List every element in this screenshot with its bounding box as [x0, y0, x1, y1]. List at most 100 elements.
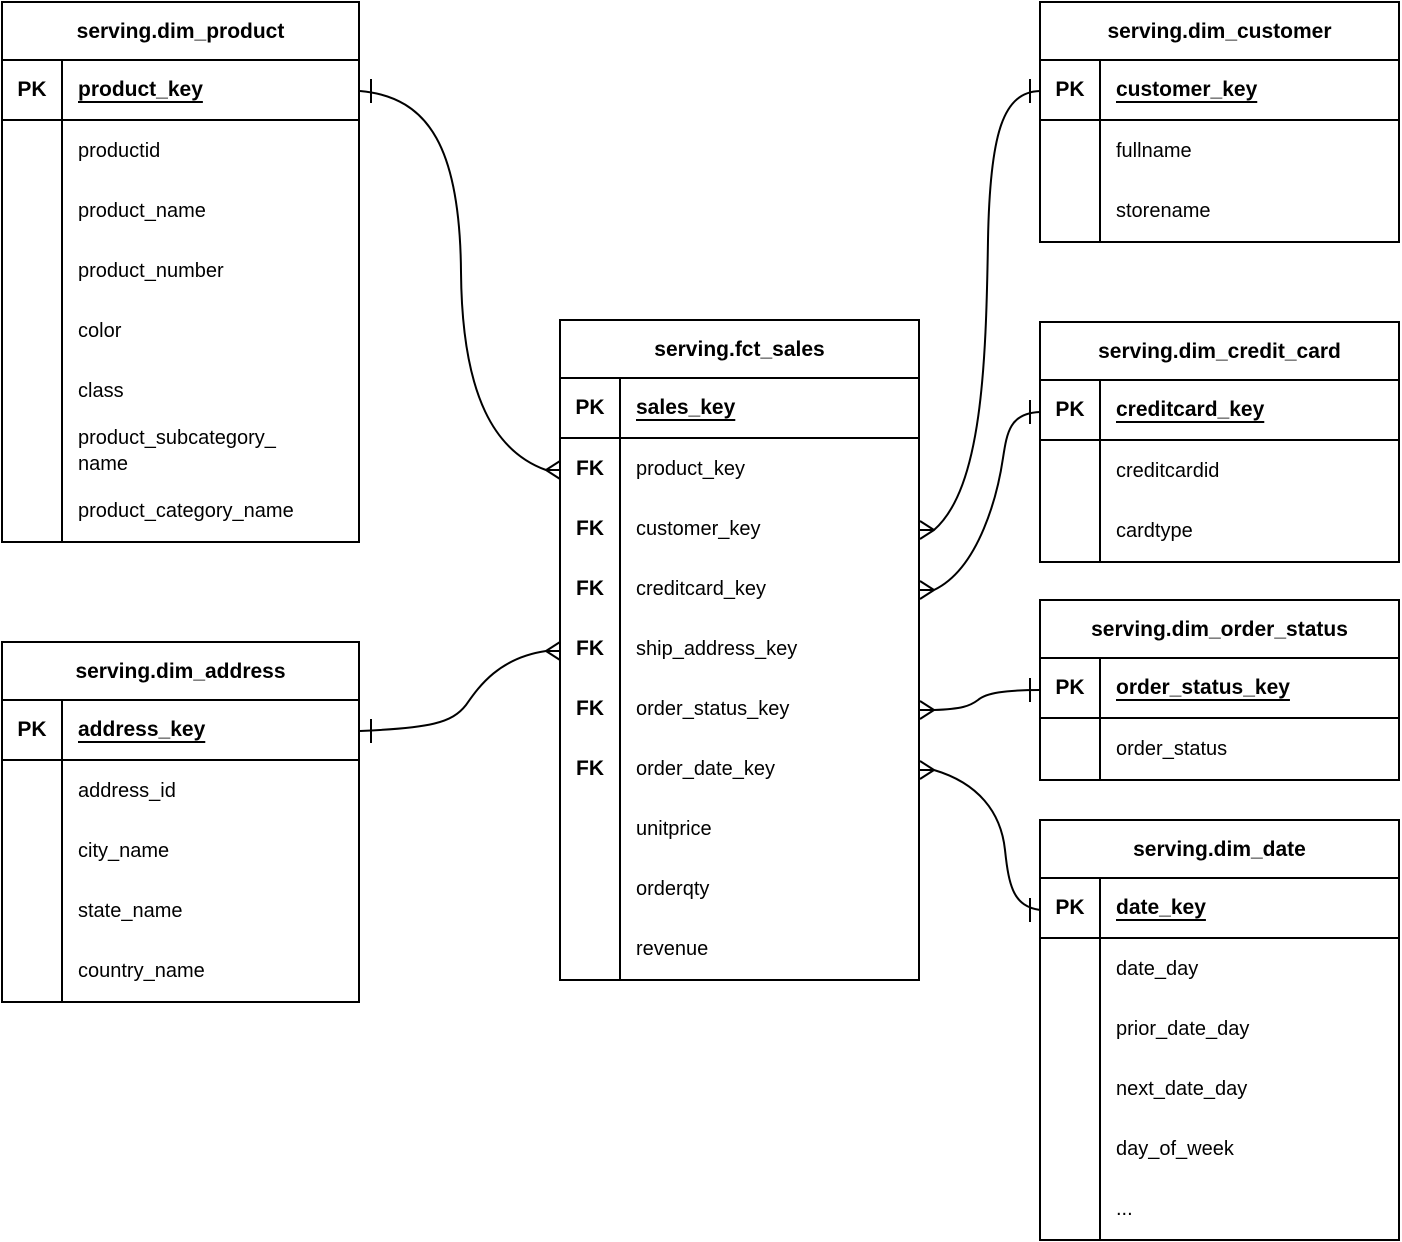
relationship-fct-sales-to-dim-date[interactable] — [919, 760, 1041, 922]
pk-label: PK — [3, 701, 63, 759]
entity-dim-credit-card[interactable]: serving.dim_credit_card PK creditcard_ke… — [1039, 321, 1400, 563]
key-label — [3, 121, 63, 181]
pk-label: PK — [1041, 659, 1101, 717]
pk-field-name: sales_key — [636, 396, 736, 419]
relationship-line — [920, 689, 1041, 711]
key-label — [1041, 939, 1101, 999]
field-row: date_day — [1041, 939, 1398, 999]
relationship-line — [359, 650, 560, 732]
field-name: class — [78, 380, 124, 402]
key-label — [3, 941, 63, 1001]
relationship-line — [359, 90, 560, 471]
field-row: prior_date_day — [1041, 999, 1398, 1059]
field-row: FK order_date_key — [561, 739, 918, 799]
key-label — [1041, 181, 1101, 241]
crow-foot-many-icon — [919, 580, 935, 600]
relationship-line — [920, 411, 1041, 591]
relationship-fct-sales-to-dim-credit-card[interactable] — [919, 400, 1041, 600]
field-name: product_name — [78, 200, 206, 222]
crow-foot-many-icon — [919, 760, 935, 780]
relationship-line — [920, 769, 1041, 911]
key-label — [561, 799, 621, 859]
key-label — [3, 181, 63, 241]
field-list: order_status — [1041, 719, 1398, 779]
table-title: serving.dim_credit_card — [1041, 323, 1398, 381]
field-name: order_date_key — [636, 758, 775, 780]
table-title: serving.fct_sales — [561, 321, 918, 379]
key-label — [3, 421, 63, 481]
key-label — [1041, 1179, 1101, 1239]
key-label — [561, 919, 621, 979]
field-name: product_number — [78, 260, 224, 282]
field-name: cardtype — [1116, 520, 1193, 542]
field-name: revenue — [636, 938, 709, 960]
relationship-fct-sales-to-dim-product[interactable] — [359, 79, 561, 480]
field-name: product_category_name — [78, 500, 294, 522]
table-title: serving.dim_customer — [1041, 3, 1398, 61]
table-title: serving.dim_product — [3, 3, 358, 61]
pk-label: PK — [1041, 381, 1101, 439]
entity-dim-order-status[interactable]: serving.dim_order_status PK order_status… — [1039, 599, 1400, 781]
pk-label: PK — [1041, 61, 1101, 119]
field-name: customer_key — [636, 518, 761, 540]
field-row: product_subcategory_ name — [3, 421, 358, 481]
field-name: orderqty — [636, 878, 710, 900]
field-name: ... — [1116, 1198, 1133, 1220]
key-label — [561, 859, 621, 919]
key-label: FK — [561, 439, 621, 499]
field-name: unitprice — [636, 818, 712, 840]
field-row: FK order_status_key — [561, 679, 918, 739]
table-title: serving.dim_date — [1041, 821, 1398, 879]
key-label — [3, 241, 63, 301]
field-row: creditcardid — [1041, 441, 1398, 501]
field-name: prior_date_day — [1116, 1018, 1250, 1040]
field-name: product_subcategory_ name — [78, 427, 276, 475]
table-title: serving.dim_order_status — [1041, 601, 1398, 659]
key-label — [1041, 1119, 1101, 1179]
relationship-fct-sales-to-dim-customer[interactable] — [919, 79, 1041, 540]
field-list: creditcardid cardtype — [1041, 441, 1398, 561]
relationship-fct-sales-to-dim-address[interactable] — [359, 641, 561, 743]
entity-dim-customer[interactable]: serving.dim_customer PK customer_key ful… — [1039, 1, 1400, 243]
field-row: address_id — [3, 761, 358, 821]
key-label: FK — [561, 739, 621, 799]
field-row: order_status — [1041, 719, 1398, 779]
crow-foot-many-icon — [919, 520, 935, 540]
table-title: serving.dim_address — [3, 643, 358, 701]
key-label — [3, 761, 63, 821]
key-label — [3, 301, 63, 361]
entity-dim-address[interactable]: serving.dim_address PK address_key addre… — [1, 641, 360, 1003]
pk-row: PK order_status_key — [1041, 659, 1398, 719]
relationship-line — [920, 90, 1041, 531]
key-label — [3, 361, 63, 421]
field-row: cardtype — [1041, 501, 1398, 561]
field-name: day_of_week — [1116, 1138, 1234, 1160]
pk-field-name: creditcard_key — [1116, 398, 1265, 421]
field-row: storename — [1041, 181, 1398, 241]
field-row: day_of_week — [1041, 1119, 1398, 1179]
pk-field-name: date_key — [1116, 896, 1206, 919]
field-name: city_name — [78, 840, 170, 862]
field-row: city_name — [3, 821, 358, 881]
field-name: ship_address_key — [636, 638, 798, 660]
relationship-fct-sales-to-dim-order-status[interactable] — [919, 678, 1041, 720]
pk-field-name: address_key — [78, 718, 206, 741]
field-row: state_name — [3, 881, 358, 941]
field-row: next_date_day — [1041, 1059, 1398, 1119]
field-row: revenue — [561, 919, 918, 979]
field-row: class — [3, 361, 358, 421]
pk-row: PK creditcard_key — [1041, 381, 1398, 441]
key-label — [3, 481, 63, 541]
key-label: FK — [561, 679, 621, 739]
pk-row: PK address_key — [3, 701, 358, 761]
entity-dim-product[interactable]: serving.dim_product PK product_key produ… — [1, 1, 360, 543]
field-row: fullname — [1041, 121, 1398, 181]
field-name: order_status_key — [636, 698, 790, 720]
